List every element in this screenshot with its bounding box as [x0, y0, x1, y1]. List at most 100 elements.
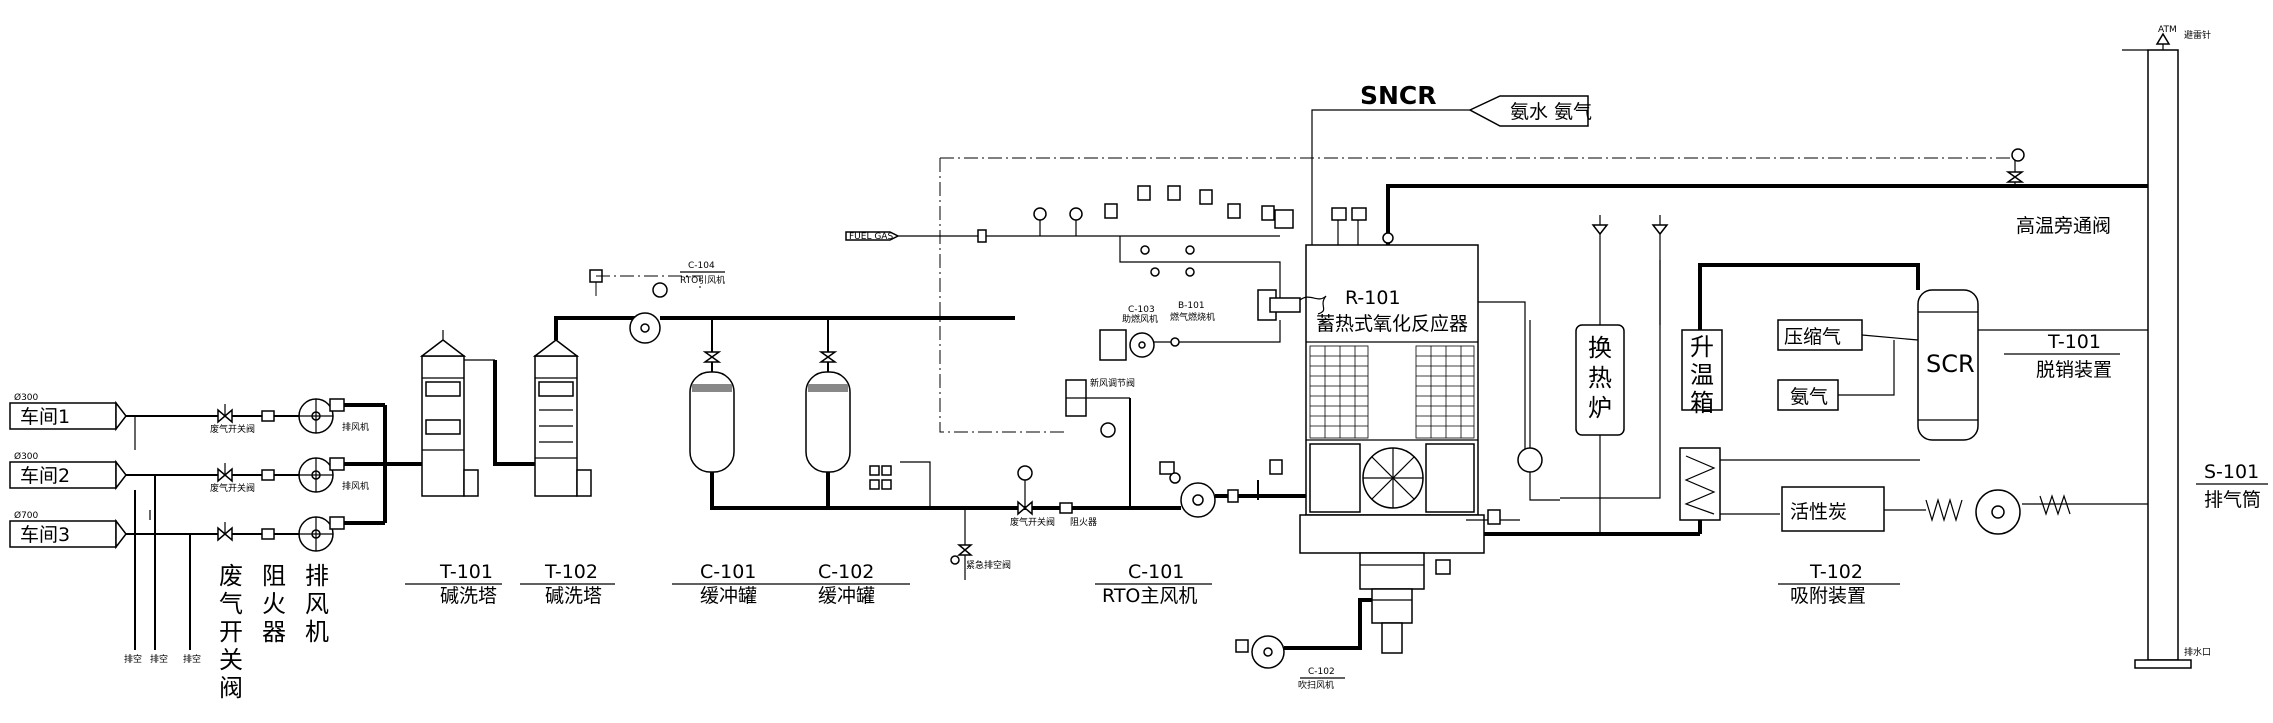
bypass-line — [1386, 184, 2150, 245]
fresh-air-valve: 新风调节阀 — [1065, 377, 1135, 508]
rto-induced-fan: C-104 RTO引风机 — [589, 261, 725, 344]
hx-c1: 换 — [1588, 334, 1612, 362]
burner-label: 燃气燃烧机 — [1170, 311, 1215, 323]
heat-exchanger: 换 热 炉 — [1478, 215, 1669, 534]
legend-valve-c3: 开 — [219, 618, 243, 646]
rto-main-fan — [1159, 459, 1283, 518]
workshop-1-box — [9, 402, 117, 430]
label-c102-tag: C-102 — [818, 561, 874, 583]
label-t101b-name: 脱销装置 — [2036, 359, 2112, 381]
exhaust-fan-2 — [298, 457, 345, 493]
label-t102b-name: 吸附装置 — [1790, 585, 1866, 607]
adsorption-unit: 活性炭 — [1720, 486, 2150, 535]
vent-1: 排空 — [124, 653, 142, 665]
fan-label-1: 排风机 — [342, 421, 369, 433]
hx-c3: 炉 — [1588, 394, 1612, 422]
buffer-tank-c101 — [689, 345, 735, 473]
label-c101-name: 缓冲罐 — [700, 585, 757, 607]
exhaust-fan-1 — [298, 398, 345, 434]
emergency-valve-label: 紧急排空阀 — [966, 559, 1011, 571]
rto-reactor: R-101 蓄热式氧化反应器 — [1299, 207, 1485, 654]
vertical-legend: 废 气 开 关 阀 阻 火 器 排 风 机 — [219, 562, 329, 702]
label-s101-tag: S-101 — [2204, 461, 2259, 483]
workshop-2-box — [9, 461, 117, 489]
stack-atm: ATM — [2158, 25, 2177, 35]
heater-c2: 温 — [1690, 361, 1714, 389]
valve-label-1: 废气开关阀 — [210, 423, 255, 435]
purge-fan-label: 吹扫风机 — [1298, 679, 1334, 691]
scr-air: 压缩气 — [1784, 326, 1841, 348]
scr-ammonia: 氨气 — [1790, 386, 1828, 408]
label-c101-tag: C-101 — [700, 561, 756, 583]
legend-valve-c4: 关 — [219, 646, 243, 674]
buffer-tank-c102 — [805, 345, 851, 473]
stack-drain: 排水口 — [2184, 646, 2211, 658]
workshop-3-box — [9, 520, 117, 548]
label-t102b-tag: T-102 — [1809, 561, 1863, 583]
exhaust-stack: ATM 避雷针 排水口 — [2122, 25, 2211, 669]
burner-tag: B-101 — [1178, 301, 1205, 311]
bypass-valve — [2005, 160, 2025, 186]
arrester-1 — [261, 410, 275, 422]
waste-valve-2 — [217, 463, 233, 483]
fuel-gas-train: FUEL GAS — [845, 185, 1294, 300]
adsorbent-label: 活性炭 — [1790, 501, 1847, 523]
scrubber-t102 — [532, 339, 592, 497]
label-rto-fan-tag: C-101 — [1128, 561, 1184, 583]
valve-label-2: 废气开关阀 — [210, 482, 255, 494]
burner-assembly: B-101 燃气燃烧机 C-103 助燃风机 — [1099, 289, 1301, 361]
main-arrester-label: 阻火器 — [1070, 517, 1097, 528]
main-waste-valve-label: 废气开关阀 — [1010, 516, 1055, 528]
purge-fan-tag: C-102 — [1308, 667, 1335, 677]
reactor-name: 蓄热式氧化反应器 — [1316, 313, 1468, 335]
pipe-size-3: Ø700 — [14, 510, 39, 521]
arrester-2 — [261, 469, 275, 481]
sncr-feed: 氨水 氨气 — [1510, 101, 1592, 123]
legend-fan-c1: 排 — [305, 562, 329, 590]
workshop-3-label: 车间3 — [20, 524, 70, 546]
main-waste-valve — [1017, 500, 1033, 516]
legend-arrester-c3: 器 — [262, 618, 286, 646]
label-s101-name: 排气筒 — [2204, 489, 2261, 511]
label-c102-name: 缓冲罐 — [818, 585, 875, 607]
vent-3: 排空 — [183, 653, 201, 665]
fresh-air-label: 新风调节阀 — [1090, 377, 1135, 389]
legend-valve-c2: 气 — [219, 590, 243, 618]
hx-c2: 热 — [1588, 364, 1612, 392]
label-rto-fan-name: RTO主风机 — [1102, 585, 1197, 607]
bypass-label: 高温旁通阀 — [2016, 215, 2111, 237]
heater-c3: 箱 — [1690, 389, 1714, 417]
pipe-size-1: Ø300 — [14, 392, 39, 403]
label-t102-name: 碱洗塔 — [545, 585, 602, 607]
fuel-gas-label: FUEL GAS — [849, 232, 893, 242]
rto-fan-tag: C-104 — [688, 261, 715, 271]
scrubber-t101 — [419, 330, 479, 497]
legend-fan-c2: 风 — [305, 590, 329, 618]
legend-valve-c5: 阀 — [219, 674, 243, 702]
exhaust-fan-3 — [298, 516, 345, 552]
burner-fan-tag: C-103 — [1128, 305, 1155, 315]
vent-2: 排空 — [150, 653, 168, 665]
stack-lightning: 避雷针 — [2184, 29, 2211, 41]
arrester-3 — [261, 528, 275, 540]
waste-valve-3 — [217, 522, 233, 542]
legend-fan-c3: 机 — [305, 618, 329, 646]
legend-valve-c1: 废 — [219, 562, 243, 590]
workshop-1-label: 车间1 — [20, 406, 70, 428]
pipe-size-2: Ø300 — [14, 451, 39, 462]
scr-label: SCR — [1926, 350, 1975, 378]
purge-fan: C-102 吹扫风机 — [1235, 598, 1372, 691]
legend-arrester-c1: 阻 — [262, 562, 286, 590]
workshop-inlets: 车间1 车间2 车间3 Ø300 Ø300 Ø700 废气开关阀 废气开关阀 排… — [9, 392, 420, 665]
equipment-labels: T-101 碱洗塔 T-102 碱洗塔 C-101 缓冲罐 C-102 缓冲罐 … — [405, 331, 2268, 607]
legend-arrester-c2: 火 — [262, 590, 286, 618]
sncr-section: SNCR 氨水 氨气 — [1311, 81, 1592, 245]
heater-box: 升 温 箱 — [1679, 329, 1723, 521]
sncr-label: SNCR — [1360, 81, 1437, 110]
rto-fan-label: RTO引风机 — [680, 274, 725, 286]
reactor-tag: R-101 — [1345, 287, 1401, 309]
heater-c1: 升 — [1690, 333, 1714, 361]
label-t101-tag: T-101 — [439, 561, 493, 583]
label-t102-tag: T-102 — [544, 561, 598, 583]
